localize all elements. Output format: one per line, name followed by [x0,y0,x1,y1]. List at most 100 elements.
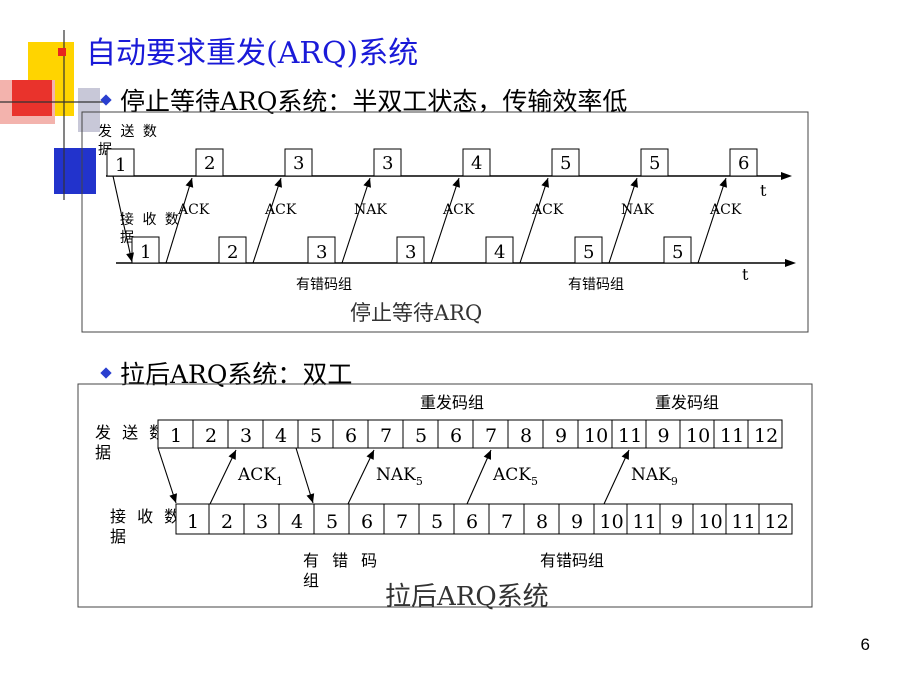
diagram2-recv-block [208,503,245,535]
diagram1-recv-block [396,236,425,264]
diagram2-send-block [437,419,474,449]
diagram2-send-block-label: 10 [584,425,608,447]
diagram1-send-block [373,148,402,177]
diagram1-send-block-label: 5 [649,153,660,174]
diagram2-response-subscript: 5 [416,475,423,488]
diagram1-send-block [195,148,224,177]
diagram2-response-subscript: 9 [671,475,678,488]
diagram2-response-label: NAK5 [376,465,423,488]
diagram1-send-block-label: 1 [115,155,126,176]
diagram1-send-axis-arrow [781,172,792,180]
diagram2-resend-label-1: 重发码组 [420,393,484,412]
diagram2-recv-block-label: 7 [501,511,513,533]
diagram1-response-arrow [519,177,549,264]
diagram2-send-block [402,419,439,449]
diagram1-response-label: NAK [621,202,654,218]
diagram2-response-arrow-head [228,450,236,460]
diagram1-response-label: NAK [354,202,387,218]
diagram2-recv-block [692,503,727,535]
diagram1-recv-block-label: 1 [140,242,151,263]
diagram2-response-arrow [466,449,492,505]
diagram1-send-block [640,148,669,177]
diagram2-recv-block-label: 5 [326,511,338,533]
diagram2-recv-block-label: 10 [600,511,624,533]
diagram2-send-block [611,419,647,449]
diagram1-response-arrow [430,177,460,264]
diagram2-data-arrow [157,447,177,504]
diagram1-recv-block-label: 4 [494,242,505,263]
diagram2-recv-block [278,503,315,535]
diagram1-response-label: ACK [442,202,475,218]
diagram2-response-label: NAK9 [631,465,678,488]
diagram2-send-block [367,419,404,449]
diagram2-response-label: ACK1 [237,465,283,488]
diagram2-recv-block-label: 2 [221,511,233,533]
diagram1-send-block [462,148,491,177]
diagram2-send-block [679,419,715,449]
diagram1-recv-block-label: 3 [316,242,327,263]
diagram1-send-block [284,148,313,177]
diagram2-response-arrow-head [483,450,491,460]
diagram2-recv-block-label: 9 [671,511,683,533]
diagram1-recv-block [218,236,247,264]
diagram2-send-block [192,419,229,449]
diagram2-recv-block [243,503,280,535]
diagram1-send-block-label: 5 [560,153,571,174]
diagram1-recv-time-label: t [742,265,749,284]
diagram2-recv-block [593,503,628,535]
diagram1-send-block-label: 6 [738,153,749,174]
diagram2-recv-block-label: 1 [187,511,199,533]
diagram1-response-arrow-head [363,178,371,188]
diagram1-response-arrow-head [185,178,194,188]
diagram2-recv-block-label: 8 [536,511,548,533]
diagram2-recv-block-label: 7 [396,511,408,533]
diagram1-recv-block [574,236,603,264]
diagram2-error-label-spaced: 有 错 码组 [303,551,381,590]
diagram2-recv-block [758,503,793,535]
diagram2-send-block-label: 12 [754,425,778,447]
diagram1-response-arrow [341,177,371,264]
diagram2-recv-block [626,503,661,535]
diagram2-response-subscript: 5 [531,475,538,488]
diagram2-send-block-label: 8 [520,425,532,447]
diagram2-response-arrow [209,449,237,505]
diagram1-send-block [729,148,758,177]
diagram1-send-block-label: 4 [471,153,482,174]
diagram1-response-arrow-head [274,178,282,188]
page-number: 6 [860,635,870,654]
diagram2-send-block-label: 4 [275,425,287,447]
diagram2-recv-block-label: 6 [466,511,478,533]
diagram2-send-block-label: 5 [415,425,427,447]
diagram1-send-block-label: 3 [382,153,393,174]
diagram1-send-block-label: 3 [293,153,304,174]
diagram2-recv-block-label: 11 [732,511,756,533]
diagram1-send-block [551,148,580,177]
diagram1-recv-block-label: 3 [405,242,416,263]
diagram2-send-block [747,419,783,449]
diagram2-recv-block-label: 5 [431,511,443,533]
diagram2-send-block-label: 2 [205,425,217,447]
diagram2-send-block-label: 1 [170,425,182,447]
diagram2-response-subscript: 1 [276,475,283,488]
diagram2-send-block-label: 6 [450,425,462,447]
diagram2-error-label: 有错码组 [540,551,604,570]
diagram1-recv-block [663,236,692,264]
diagram1-response-arrow [165,177,193,264]
diagram1-recv-block [485,236,514,264]
diagram2-send-block-label: 5 [310,425,322,447]
diagram2-recv-block-label: 12 [765,511,789,533]
diagram2-send-block-label: 7 [380,425,392,447]
diagram1-response-arrow-head [541,178,549,188]
diagram2-send-block [645,419,681,449]
diagram2-send-block [472,419,509,449]
diagram2-send-block [507,419,544,449]
diagram2-data-arrow-head [306,493,315,503]
diagram1-recv-axis-arrow [785,259,796,267]
diagram2-response-label: ACK5 [492,465,538,488]
diagram1-recv-block [131,236,160,264]
diagram2-recv-block [659,503,694,535]
diagram2-resend-label-2: 重发码组 [655,393,719,412]
diagram2-recv-block-label: 10 [699,511,723,533]
diagram1-recv-block-label: 5 [672,242,683,263]
diagram1-response-arrow [608,177,638,264]
